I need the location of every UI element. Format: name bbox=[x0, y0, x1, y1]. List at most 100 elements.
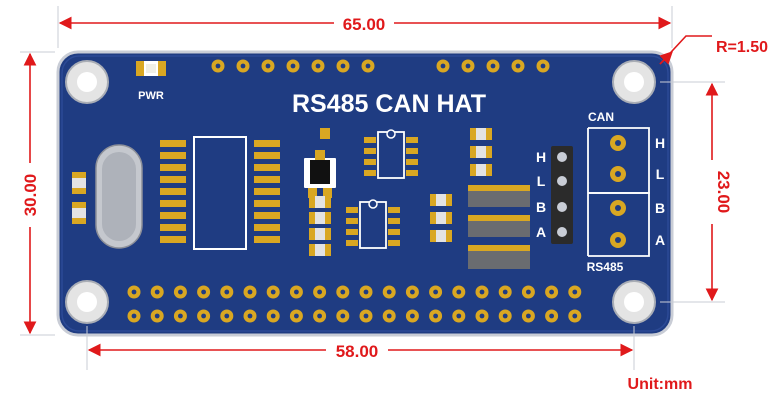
pad-hole bbox=[131, 289, 137, 295]
pad-hole bbox=[410, 313, 415, 319]
pad-hole bbox=[215, 63, 221, 69]
ic-pin bbox=[160, 164, 186, 171]
pad-hole bbox=[290, 63, 296, 69]
pad-hole bbox=[270, 313, 276, 319]
pad-hole bbox=[540, 63, 546, 69]
pad-hole bbox=[549, 313, 554, 319]
ic-pin bbox=[160, 140, 186, 147]
header-pin-label: A bbox=[536, 224, 546, 240]
ic-pin bbox=[254, 176, 280, 183]
output-pin-header bbox=[551, 146, 573, 244]
pad-hole bbox=[526, 313, 531, 319]
pad-hole bbox=[340, 63, 346, 69]
header-pin-label: B bbox=[536, 199, 546, 215]
pad-hole bbox=[317, 313, 322, 319]
ic-pin bbox=[254, 188, 280, 195]
resistor-pad bbox=[309, 212, 315, 224]
passives-right bbox=[430, 128, 492, 242]
ic-pin bbox=[364, 148, 376, 154]
ic-pin bbox=[388, 207, 400, 213]
pad-hole bbox=[247, 289, 253, 295]
rs485-label: RS485 bbox=[587, 260, 624, 274]
unit-label: Unit:mm bbox=[628, 376, 693, 393]
pad-hole bbox=[572, 313, 578, 319]
resistor-pad bbox=[325, 244, 331, 256]
pad-hole bbox=[433, 313, 438, 319]
gpio-header-40pin bbox=[127, 285, 582, 323]
pad-hole bbox=[315, 63, 321, 69]
pad-hole bbox=[247, 313, 253, 319]
pad-hole bbox=[456, 313, 462, 319]
ic-pin bbox=[364, 137, 376, 143]
pad-hole bbox=[178, 289, 183, 295]
pad-hole bbox=[340, 289, 346, 295]
header-pin-label: L bbox=[537, 173, 546, 189]
pad-hole bbox=[294, 313, 299, 319]
pad-hole bbox=[410, 289, 415, 295]
ic-pin bbox=[254, 152, 280, 159]
resistor-pad bbox=[309, 244, 315, 256]
ic-pin bbox=[406, 159, 418, 165]
screw-terminal bbox=[587, 127, 650, 257]
resistor-pad bbox=[309, 196, 315, 208]
ic-pin bbox=[160, 200, 186, 207]
pad-hole bbox=[265, 63, 271, 69]
ic-pin bbox=[406, 148, 418, 154]
pad-hole bbox=[479, 289, 485, 295]
ic-pin bbox=[388, 218, 400, 224]
pad-hole bbox=[515, 63, 521, 69]
ic-notch bbox=[368, 199, 378, 209]
transceiver-ic-rs485 bbox=[346, 199, 400, 249]
pad-hole bbox=[549, 289, 554, 295]
terminal-pin-label: A bbox=[655, 232, 665, 248]
ic-pin bbox=[254, 140, 280, 147]
can-label: CAN bbox=[588, 110, 614, 124]
ic-pin bbox=[160, 236, 186, 243]
ic-pin bbox=[254, 164, 280, 171]
crystal-oscillator bbox=[95, 144, 143, 249]
ic-pin bbox=[346, 218, 358, 224]
pad-hole bbox=[363, 313, 369, 319]
pad-hole bbox=[433, 289, 438, 295]
pad-hole bbox=[456, 289, 462, 295]
ic-pin bbox=[254, 200, 280, 207]
pad-hole bbox=[224, 313, 230, 319]
ic-pin bbox=[254, 236, 280, 243]
ic-pin bbox=[160, 176, 186, 183]
pad-hole bbox=[201, 289, 207, 295]
mounting-hole bbox=[612, 60, 656, 104]
ic-pin bbox=[254, 224, 280, 231]
ic-pin bbox=[364, 170, 376, 176]
pwr-led bbox=[136, 61, 166, 76]
ic-pin bbox=[406, 137, 418, 143]
pad-hole bbox=[317, 289, 322, 295]
ic-pin bbox=[406, 170, 418, 176]
pad-hole bbox=[131, 313, 137, 319]
pad-hole bbox=[502, 313, 508, 319]
can-controller-ic bbox=[160, 136, 280, 250]
mounting-holes bbox=[65, 60, 656, 324]
pad-hole bbox=[363, 289, 369, 295]
resistor-pad bbox=[325, 196, 331, 208]
left-capacitors bbox=[72, 172, 86, 224]
terminal-pin-label: H bbox=[655, 135, 665, 151]
pad-hole bbox=[240, 63, 246, 69]
ic-pin bbox=[346, 240, 358, 246]
ic-pin bbox=[160, 152, 186, 159]
pad-hole bbox=[490, 63, 496, 69]
tvs-diodes bbox=[468, 185, 530, 269]
pad-hole bbox=[178, 313, 183, 319]
pad-hole bbox=[270, 289, 276, 295]
pad-hole bbox=[526, 289, 531, 295]
ic-pin bbox=[346, 229, 358, 235]
pad-hole bbox=[154, 313, 160, 319]
header-pin-label: H bbox=[536, 149, 546, 165]
ic-pin bbox=[346, 207, 358, 213]
resistor-pad bbox=[325, 212, 331, 224]
transceiver-ic-can bbox=[364, 129, 418, 179]
top-pad-row bbox=[211, 59, 550, 73]
resistor-pad bbox=[309, 228, 315, 240]
hole-spacing-y-label: 23.00 bbox=[714, 171, 733, 214]
pad-hole bbox=[340, 313, 346, 319]
